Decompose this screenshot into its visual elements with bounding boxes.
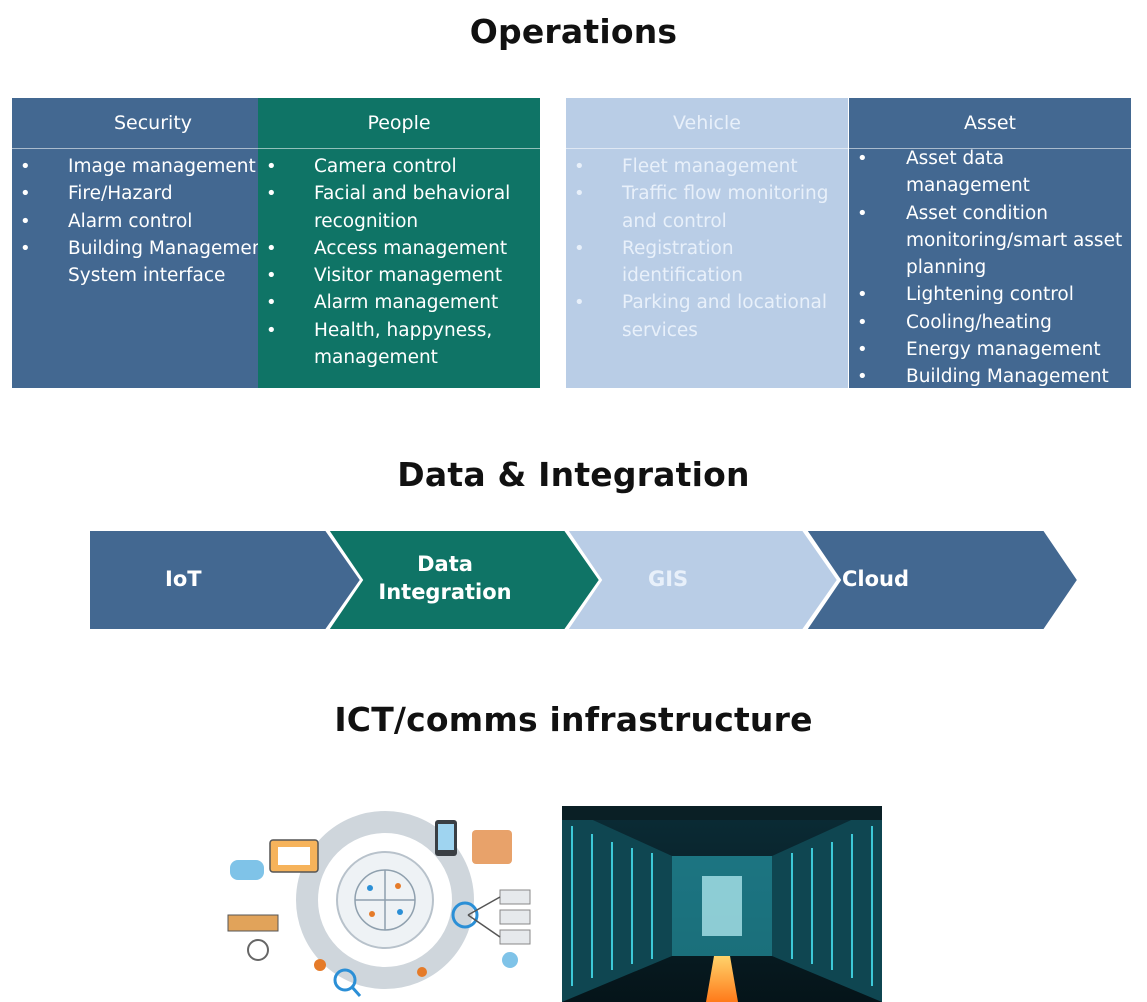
people-item: Camera control [258, 153, 534, 181]
security-card: Security Image management Fire/Hazard Al… [12, 98, 294, 388]
vehicle-list: Fleet management Traffic flow monitoring… [566, 149, 848, 344]
asset-item: Asset data management [849, 145, 1125, 200]
vehicle-item: Registration identification [566, 235, 842, 290]
ict-infrastructure-title: ICT/comms infrastructure [334, 700, 813, 739]
vehicle-card-title: Vehicle [566, 98, 848, 149]
chevron-iot-label: IoT [165, 567, 202, 591]
vehicle-card: Vehicle Fleet management Traffic flow mo… [566, 98, 848, 388]
server-room-photo [562, 806, 882, 1002]
vehicle-item: Parking and locational services [566, 289, 842, 344]
chevron-cloud [804, 529, 1080, 631]
security-card-title: Security [12, 98, 294, 149]
people-card: People Camera control Facial and behavio… [258, 98, 540, 388]
vehicle-item: Fleet management [566, 153, 842, 181]
asset-item: Asset condition monitoring/smart asset p… [849, 200, 1125, 282]
security-item: Image management [12, 153, 288, 181]
security-item: Alarm control [12, 208, 288, 236]
data-integration-title: Data & Integration [397, 455, 750, 494]
asset-card: Asset Asset data management Asset condit… [849, 98, 1131, 415]
chevron-cloud-label: Cloud [842, 567, 910, 591]
asset-item: Building Management System interface [849, 363, 1125, 418]
security-item: Fire/Hazard [12, 180, 288, 208]
chevron-gis-label: GIS [648, 567, 689, 591]
chevron-gis [565, 529, 840, 631]
people-item: Alarm management [258, 289, 534, 317]
vehicle-item: Traffic flow monitoring and control [566, 180, 842, 235]
people-item: Visitor management [258, 262, 534, 290]
security-item: Building Management System interface [12, 235, 288, 290]
operations-title: Operations [469, 12, 678, 51]
people-card-title: People [258, 98, 540, 149]
asset-item: Lightening control [849, 281, 1125, 309]
iot-network-illustration [227, 811, 531, 997]
asset-list: Asset data management Asset condition mo… [849, 145, 1131, 418]
chevron-data-integration-label: Data Integration [378, 552, 512, 604]
asset-item: Cooling/heating [849, 309, 1125, 337]
security-list: Image management Fire/Hazard Alarm contr… [12, 149, 294, 289]
chevron-iot [88, 529, 363, 631]
people-item: Health, happyness, management [258, 317, 534, 372]
people-item: Access management [258, 235, 534, 263]
people-list: Camera control Facial and behavioral rec… [258, 149, 540, 371]
people-item: Facial and behavioral recognition [258, 180, 534, 235]
asset-item: Energy management [849, 336, 1125, 364]
